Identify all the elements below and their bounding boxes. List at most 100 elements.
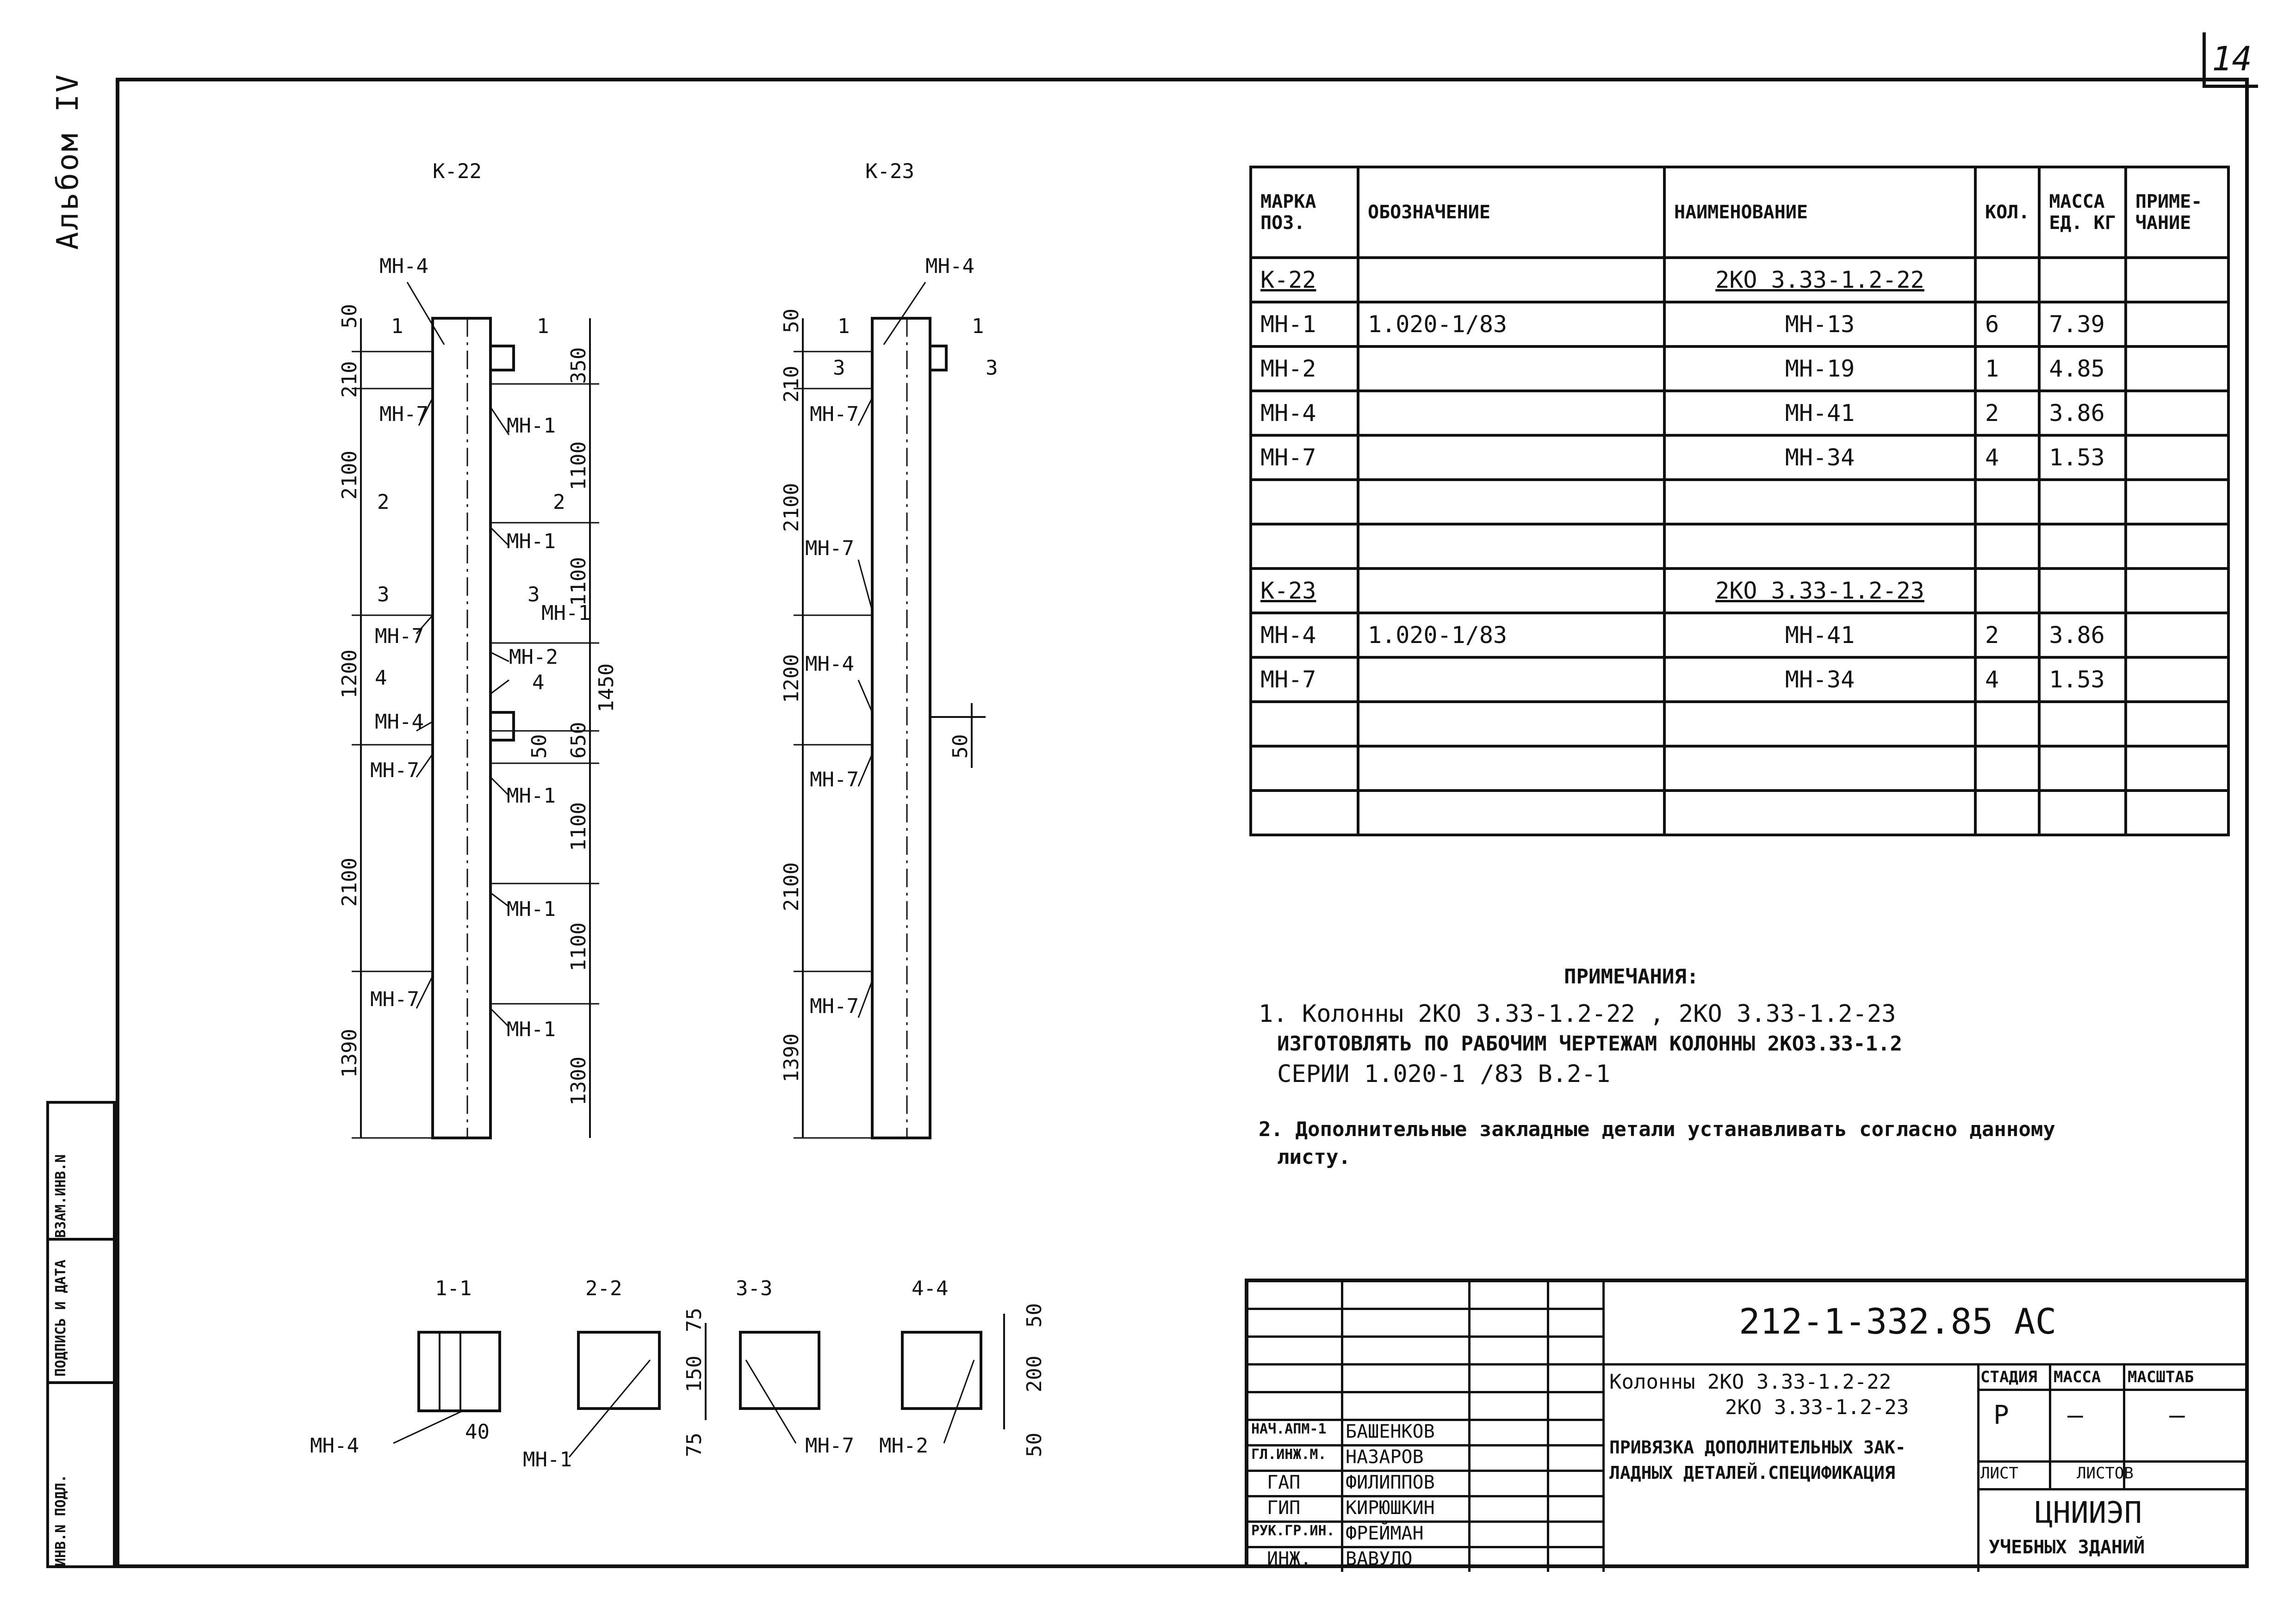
staff-role: ГАП — [1267, 1472, 1301, 1493]
spec-cell-mark: МН-2 — [1249, 345, 1359, 392]
spec-cell-mass: 1.53 — [2038, 434, 2127, 481]
section-1-1-dim: 40 — [465, 1420, 490, 1444]
k22-section-mark: 1 — [537, 315, 549, 338]
spec-row — [1249, 745, 2230, 792]
section-3-3-label: МН-7 — [805, 1434, 854, 1458]
sheet-label: ЛИСТ — [1980, 1464, 2018, 1483]
spec-cell-qty: 4 — [1973, 656, 2041, 703]
spec-cell-qty — [1973, 478, 2041, 525]
k23-label: МН-7 — [810, 995, 859, 1018]
k23-section-mark: 3 — [833, 356, 845, 380]
spec-cell-note — [2124, 567, 2230, 614]
spec-cell-designation — [1357, 789, 1666, 836]
k22-label: МН-1 — [541, 601, 590, 625]
k22-section-mark: 3 — [527, 583, 540, 606]
sheet-number: 14 — [2203, 32, 2258, 88]
k23-label: МН-7 — [805, 537, 854, 560]
staff-role: ГИП — [1267, 1497, 1301, 1519]
spec-cell-name — [1663, 478, 1977, 525]
spec-row — [1249, 523, 2230, 570]
side-stamp-divider — [49, 1238, 113, 1241]
k22-label: МН-7 — [370, 759, 419, 782]
spec-cell-mark: МН-7 — [1249, 656, 1359, 703]
k23-title: К-23 — [865, 160, 914, 183]
spec-cell-note — [2124, 345, 2230, 392]
title-line: ЛАДНЫХ ДЕТАЛЕЙ.СПЕЦИФИКАЦИЯ — [1609, 1463, 1895, 1483]
side-stamp: ВЗАМ.ИНВ.N ПОДПИСЬ И ДАТА ИНВ.N ПОДЛ. — [46, 1101, 116, 1568]
section-2-2-rect — [577, 1331, 661, 1410]
staff-name: ФРЕЙМАН — [1346, 1523, 1424, 1544]
spec-cell-mass: 1.53 — [2038, 656, 2127, 703]
spec-cell-note — [2124, 256, 2230, 303]
notes-line: листу. — [1277, 1145, 1351, 1169]
k23-dim-left: 2100 — [780, 862, 803, 911]
spec-header-row: МАРКА ПОЗ. ОБОЗНАЧЕНИЕ НАИМЕНОВАНИЕ КОЛ.… — [1249, 166, 2230, 259]
spec-cell-designation — [1357, 389, 1666, 437]
spec-cell-note — [2124, 745, 2230, 792]
section-2-2-title: 2-2 — [585, 1277, 622, 1300]
spec-cell-mass — [2038, 567, 2127, 614]
spec-cell-name: МН-41 — [1663, 612, 1977, 659]
spec-cell-mass: 7.39 — [2038, 301, 2127, 348]
title-block: НАЧ.АПМ-1 БАШЕНКОВ ГЛ.ИНЖ.М. НАЗАРОВ ГАП… — [1245, 1279, 2249, 1572]
k23-section-mark: 1 — [838, 315, 850, 338]
spec-cell-name — [1663, 523, 1977, 570]
k22-label: МН-7 — [370, 988, 419, 1011]
spec-row — [1249, 700, 2230, 748]
section-4-4-label: МН-2 — [879, 1434, 928, 1458]
stage-value: Р — [1993, 1400, 2009, 1430]
sheets-label: ЛИСТОВ — [2077, 1464, 2134, 1483]
k23-label: МН-7 — [810, 402, 859, 426]
k22-dim-left: 50 — [338, 304, 361, 328]
side-stamp-divider — [49, 1381, 113, 1384]
spec-cell-note — [2124, 434, 2230, 481]
spec-cell-qty: 4 — [1973, 434, 2041, 481]
spec-cell-qty: 2 — [1973, 612, 2041, 659]
k22-column-body — [431, 317, 492, 1139]
k23-dim-left: 1390 — [780, 1033, 803, 1082]
k22-dim-right: 1300 — [567, 1057, 590, 1106]
notes-line: ИЗГОТОВЛЯТЬ ПО РАБОЧИМ ЧЕРТЕЖАМ КОЛОННЫ … — [1277, 1032, 1903, 1056]
org-subname: УЧЕБНЫХ ЗДАНИЙ — [1989, 1537, 2145, 1558]
spec-header-note: ПРИМЕ- ЧАНИЕ — [2124, 166, 2230, 259]
spec-cell-designation — [1357, 656, 1666, 703]
k22-label: МН-4 — [379, 254, 428, 278]
k22-dim-right: 1450 — [595, 663, 618, 712]
spec-cell-designation — [1357, 256, 1666, 303]
section-1-1-title: 1-1 — [435, 1277, 472, 1300]
spec-cell-note — [2124, 389, 2230, 437]
spec-cell-note — [2124, 612, 2230, 659]
staff-role: РУК.ГР.ИН. — [1251, 1523, 1335, 1539]
spec-cell-mark — [1249, 700, 1359, 748]
k22-dim-right: 350 — [567, 347, 590, 384]
spec-cell-qty — [1973, 523, 2041, 570]
stage-label: СТАДИЯ — [1980, 1368, 2037, 1386]
k22-label: МН-2 — [509, 645, 558, 669]
spec-cell-mass — [2038, 523, 2127, 570]
spec-row — [1249, 478, 2230, 525]
title-line: Колонны 2КО 3.33-1.2-22 — [1609, 1370, 1892, 1394]
staff-name: ФИЛИППОВ — [1346, 1472, 1435, 1493]
section-4-4-rect — [901, 1331, 982, 1410]
spec-cell-mark — [1249, 789, 1359, 836]
section-4-4-dim: 50 — [1023, 1433, 1046, 1457]
k23-label: МН-4 — [805, 652, 854, 676]
spec-cell-mark: К-23 — [1249, 567, 1359, 614]
k22-dim-right: 50 — [527, 734, 551, 759]
spec-cell-designation — [1357, 478, 1666, 525]
k22-dim-left: 2100 — [338, 858, 361, 907]
spec-cell-mass — [2038, 700, 2127, 748]
mass-label: МАССА — [2054, 1368, 2101, 1386]
section-4-4-dim: 50 — [1023, 1303, 1046, 1328]
spec-cell-mark: МН-7 — [1249, 434, 1359, 481]
spec-cell-designation — [1357, 434, 1666, 481]
spec-cell-designation: 1.020-1/83 — [1357, 612, 1666, 659]
k22-label: МН-1 — [507, 414, 556, 438]
spec-cell-mass — [2038, 256, 2127, 303]
k23-dim-left: 1200 — [780, 654, 803, 703]
spec-header-name: НАИМЕНОВАНИЕ — [1663, 166, 1977, 259]
